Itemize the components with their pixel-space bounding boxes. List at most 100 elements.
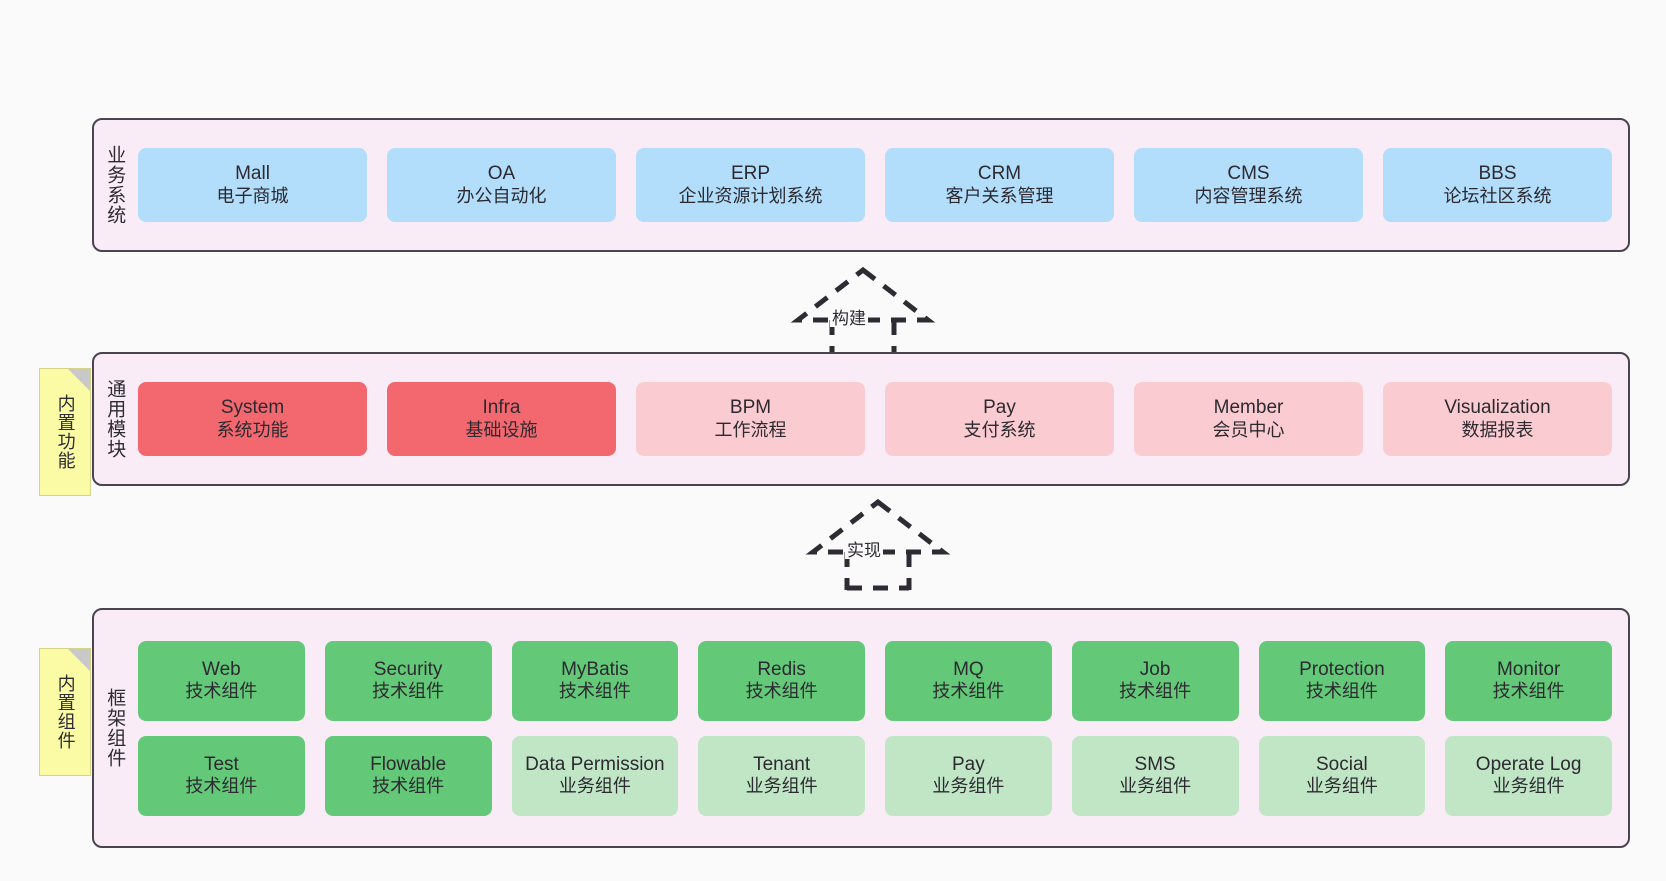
module-card-subtitle: 业务组件 <box>1305 776 1378 797</box>
module-card-subtitle: 支付系统 <box>963 419 1036 440</box>
module-card-title: Flowable <box>370 753 447 775</box>
module-card-title: Operate Log <box>1475 753 1582 775</box>
module-card-subtitle: 办公自动化 <box>456 185 547 206</box>
layer-title-common-module: 通用模块 <box>104 379 126 459</box>
module-card-title: Pay <box>952 753 985 775</box>
connector-implement-label: 实现 <box>845 541 883 560</box>
module-card-subtitle: 技术组件 <box>745 681 818 702</box>
module-card-subtitle: 技术组件 <box>932 681 1005 702</box>
layer-title-business-system: 业务系统 <box>104 145 126 225</box>
module-card-subtitle: 技术组件 <box>372 681 445 702</box>
module-card-title: Test <box>203 753 239 775</box>
module-card-subtitle: 电子商城 <box>216 185 289 206</box>
module-card-subtitle: 工作流程 <box>714 419 787 440</box>
sticky-fold-icon <box>68 369 90 391</box>
module-card-subtitle: 技术组件 <box>372 776 445 797</box>
module-card-title: OA <box>487 163 516 185</box>
sticky-fold-icon <box>68 649 90 671</box>
module-card-subtitle: 技术组件 <box>185 776 258 797</box>
module-card-subtitle: 会员中心 <box>1212 419 1285 440</box>
sticky-note-builtin-component-label: 内置组件 <box>55 674 76 750</box>
module-card-subtitle: 业务组件 <box>745 776 818 797</box>
module-card-title: MyBatis <box>561 658 629 680</box>
module-card-subtitle: 技术组件 <box>558 681 631 702</box>
module-card-subtitle: 业务组件 <box>1492 776 1565 797</box>
module-card-subtitle: 技术组件 <box>1305 681 1378 702</box>
module-card-title: Pay <box>983 397 1016 419</box>
connector-implement: 实现 <box>805 498 951 591</box>
module-card-title: Data Permission <box>525 753 665 775</box>
module-card-subtitle: 技术组件 <box>1492 681 1565 702</box>
module-card-title: System <box>220 397 285 419</box>
sticky-note-builtin-function: 内置功能 <box>39 368 91 496</box>
module-card-title: Tenant <box>753 753 811 775</box>
module-card-title: Redis <box>757 658 806 680</box>
module-card-title: Monitor <box>1496 658 1561 680</box>
module-card-title: Mall <box>235 163 270 185</box>
module-card-title: SMS <box>1134 753 1176 775</box>
module-card-subtitle: 业务组件 <box>932 776 1005 797</box>
module-card-title: Infra <box>482 397 521 419</box>
module-card-subtitle: 数据报表 <box>1461 419 1534 440</box>
module-card-title: ERP <box>730 163 771 185</box>
module-card-subtitle: 系统功能 <box>216 419 289 440</box>
connector-build: 构建 <box>790 266 936 359</box>
module-card-subtitle: 内容管理系统 <box>1194 185 1303 206</box>
module-card-subtitle: 企业资源计划系统 <box>678 185 823 206</box>
module-card-subtitle: 业务组件 <box>1119 776 1192 797</box>
connector-build-label: 构建 <box>830 309 868 328</box>
module-card-title: CRM <box>977 163 1022 185</box>
sticky-note-builtin-function-label: 内置功能 <box>55 394 76 470</box>
module-card-title: Visualization <box>1444 397 1551 419</box>
module-card-title: MQ <box>953 658 984 680</box>
module-card-subtitle: 客户关系管理 <box>945 185 1054 206</box>
module-card-subtitle: 论坛社区系统 <box>1443 185 1552 206</box>
module-card-subtitle: 基础设施 <box>465 419 538 440</box>
module-card-subtitle: 业务组件 <box>558 776 631 797</box>
module-card-title: Security <box>373 658 443 680</box>
sticky-note-builtin-component: 内置组件 <box>39 648 91 776</box>
module-card-title: Web <box>202 658 241 680</box>
module-card-title: Job <box>1139 658 1171 680</box>
module-card-subtitle: 技术组件 <box>185 681 258 702</box>
module-card-title: Protection <box>1299 658 1385 680</box>
layer-title-framework-component: 框架组件 <box>104 688 126 768</box>
